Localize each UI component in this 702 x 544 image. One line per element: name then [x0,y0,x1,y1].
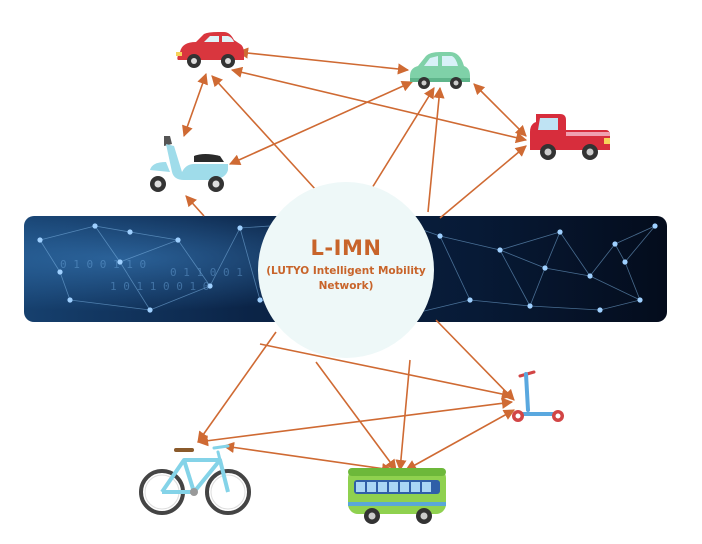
network-line [599,299,641,311]
connection-arrow [427,86,445,213]
network-node-dot [437,233,443,239]
network-node-dot [587,273,593,279]
network-line [614,225,656,245]
network-line [119,261,151,311]
network-node-dot [175,237,181,243]
pickup-truck-icon [530,114,610,160]
bicycle-icon [139,444,251,515]
network-line [589,243,616,277]
network-line [439,235,471,301]
network-node-dot [37,237,43,243]
connection-arrow [185,195,205,217]
network-node-dot [622,259,628,265]
svg-text:1 0 1 1 0 0 1 0: 1 0 1 1 0 0 1 0 [110,280,209,293]
network-node-dot [237,225,243,231]
network-line [529,305,601,311]
network-node-dot [497,247,503,253]
network-line [129,231,179,241]
network-node-dot [467,297,473,303]
connection-arrows [182,47,528,475]
network-line [209,227,241,287]
red-car-icon [176,32,244,68]
connection-arrow [405,409,515,471]
connection-arrow [473,83,527,137]
network-line [499,249,546,269]
network-line [239,227,261,301]
network-line [544,267,591,277]
network-node-dot [612,241,618,247]
network-line [614,243,626,263]
network-node-dot [92,223,98,229]
network-node-dot [57,269,63,275]
network-line [94,225,121,263]
network-line [419,299,471,313]
network-line [529,267,546,307]
connection-arrow [196,397,514,447]
network-line [499,249,531,307]
kick-scooter-icon [512,370,564,422]
network-line [39,225,96,241]
network-line [499,231,561,251]
svg-text:0 1 0 0 1 1 0: 0 1 0 0 1 1 0 [60,258,146,271]
network-node-dot [207,283,213,289]
svg-text:0 1 1 0 0 1: 0 1 1 0 0 1 [170,266,243,279]
network-line [59,271,71,301]
network-line [149,285,211,311]
connection-arrow [222,441,394,475]
network-line [94,225,131,233]
connection-arrow [259,343,514,400]
network-line [544,231,561,269]
network-node-dot [147,307,153,313]
network-line [589,275,641,301]
green-car-icon [410,52,470,89]
connection-arrow [435,319,515,401]
network-line [69,299,151,311]
network-node-dot [117,259,123,265]
network-line [39,239,61,273]
network-node-dot [542,265,548,271]
network-node-dot [257,297,263,303]
network-line [559,231,591,277]
network-line [624,225,656,263]
bus-icon [348,468,446,524]
connection-arrow [228,81,414,165]
connection-arrow [211,75,317,191]
connection-arrow [236,47,410,75]
network-node-dot [637,297,643,303]
connection-arrow [439,145,527,219]
network-line [119,239,179,263]
network-node-dot [67,297,73,303]
network-line [439,235,501,251]
scooter-icon [150,136,228,192]
connection-arrow [182,72,208,138]
network-node-dot [527,303,533,309]
binary-pattern: 0 1 0 0 1 1 0 1 0 1 1 0 0 1 0 0 1 1 0 0 … [60,258,243,293]
network-node-dot [652,223,658,229]
connection-arrow [315,361,397,471]
network-node-dot [127,229,133,235]
network-node-dot [597,307,603,313]
network-line [177,239,211,287]
connection-arrow [371,87,435,189]
network-node-dot [557,229,563,235]
connection-arrow [197,331,277,443]
connection-arrow [230,66,528,144]
network-line [469,299,531,307]
network-line [624,261,641,301]
hub-circle [258,182,434,358]
